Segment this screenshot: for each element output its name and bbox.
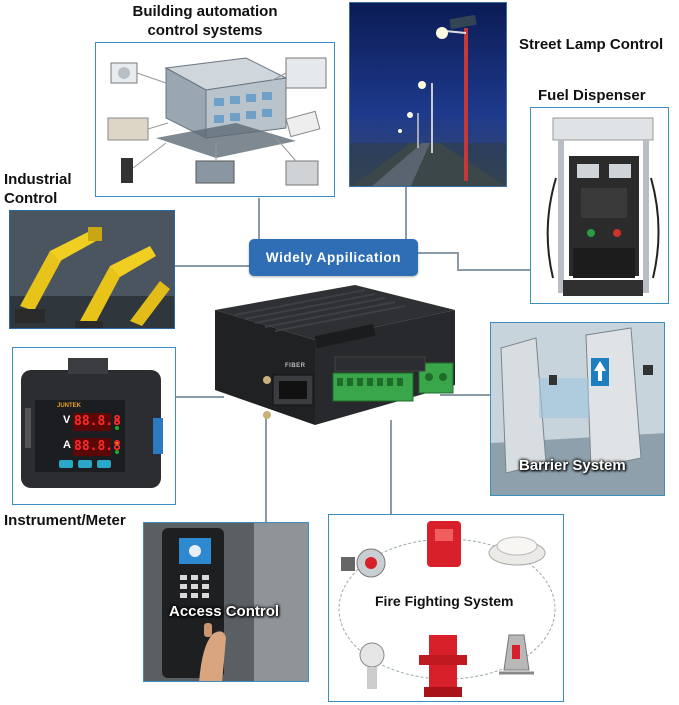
connector-line bbox=[457, 269, 530, 271]
fuel-dispenser-panel bbox=[530, 107, 669, 304]
fuel-dispenser-illustration bbox=[546, 117, 660, 296]
street-lamp-panel bbox=[349, 2, 507, 187]
widely-application-badge: Widely Appilication bbox=[249, 239, 418, 276]
connector-line bbox=[418, 252, 458, 254]
street-lamp-label: Street Lamp Control bbox=[519, 36, 664, 53]
fiber-converter-illustration bbox=[215, 285, 455, 425]
industrial-robot-illustration bbox=[10, 211, 174, 328]
meter-a-label: A bbox=[63, 439, 71, 451]
connector-line bbox=[405, 186, 407, 241]
connector-line bbox=[176, 396, 224, 398]
meter-v-label: V bbox=[63, 414, 71, 426]
connector-line bbox=[390, 420, 392, 514]
access-control-panel: Access Control bbox=[143, 522, 309, 682]
fire-fighting-panel: Fire Fighting System bbox=[328, 514, 564, 702]
connector-line bbox=[457, 252, 459, 270]
fiber-port-label: FIBER bbox=[285, 363, 306, 369]
instrument-meter-label: Instrument/Meter bbox=[4, 512, 126, 529]
connector-line bbox=[258, 198, 260, 243]
building-automation-panel bbox=[95, 42, 335, 197]
meter-device-illustration bbox=[21, 358, 163, 488]
meter-a-display: 88.8.8 bbox=[74, 439, 121, 454]
industrial-control-panel bbox=[9, 210, 175, 329]
meter-brand: JUNTEK bbox=[57, 403, 82, 409]
connector-line bbox=[265, 415, 267, 523]
instrument-meter-panel: JUNTEK V 88.8.8 A 88.8.8 bbox=[12, 347, 176, 505]
building-automation-illustration bbox=[107, 57, 327, 186]
connector-line bbox=[440, 394, 492, 396]
building-automation-label: Building automation control systems bbox=[132, 3, 278, 39]
street-lamp-illustration bbox=[350, 3, 506, 186]
barrier-gate-illustration bbox=[491, 323, 664, 495]
fire-fighting-label: Fire Fighting System bbox=[375, 593, 514, 609]
access-terminal-illustration bbox=[144, 523, 308, 681]
fiber-converter-device: FIBER bbox=[215, 285, 465, 425]
meter-v-display: 88.8.8 bbox=[74, 414, 121, 429]
fire-equipment-illustration bbox=[338, 521, 556, 697]
barrier-system-label: Barrier System bbox=[519, 457, 626, 474]
fuel-dispenser-label: Fuel Dispenser bbox=[538, 87, 646, 104]
industrial-control-label: Industrial Control bbox=[4, 171, 72, 207]
connector-line bbox=[175, 265, 251, 267]
barrier-system-panel: Barrier System bbox=[490, 322, 665, 496]
access-control-label: Access Control bbox=[169, 603, 280, 620]
